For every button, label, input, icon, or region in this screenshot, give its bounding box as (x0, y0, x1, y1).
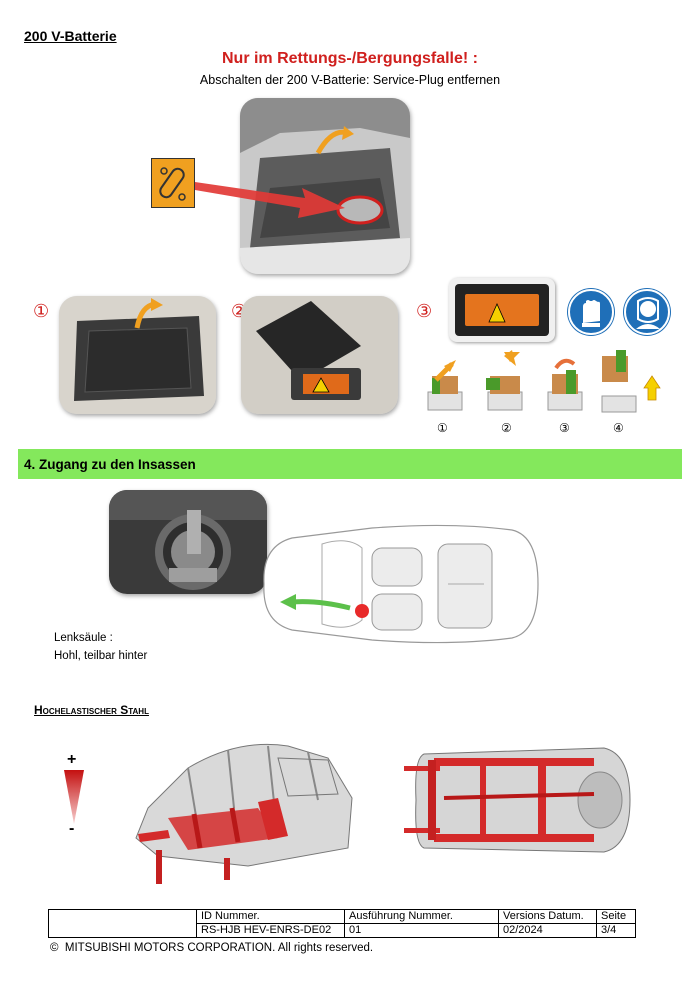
body-structure-underbody-view (404, 744, 632, 858)
copyright-text: MITSUBISHI MOTORS CORPORATION. All right… (64, 942, 374, 954)
copyright-line: © MITSUBISHI MOTORS CORPORATION. All rig… (50, 942, 373, 954)
table-cell-empty (48, 909, 197, 938)
service-plug-cover-photo (241, 296, 398, 414)
steering-column-photo (109, 490, 267, 594)
table-value-cell: 02/2024 (498, 923, 597, 938)
table-value-cell: 01 (344, 923, 499, 938)
table-row: RS-HJB HEV-ENRS-DE02 01 02/2024 3/4 (49, 923, 636, 938)
access-section-header: 4. Zugang zu den Insassen (18, 449, 682, 479)
table-header-cell: Versions Datum. (498, 909, 597, 924)
face-shield-icon (624, 289, 670, 335)
battery-instruction: Abschalten der 200 V-Batterie: Service-P… (199, 73, 501, 87)
body-structure-side-view (128, 738, 360, 886)
table-value-cell: 3/4 (596, 923, 636, 938)
table-header-cell: Ausführung Nummer. (344, 909, 499, 924)
step-number: ③ (416, 301, 433, 322)
service-plug-photo (449, 278, 555, 342)
steering-column-label: Lenksäule : (54, 632, 113, 644)
document-info-table: ID Nummer. Ausführung Nummer. Versions D… (48, 909, 636, 938)
steel-section-title: Hochelastischer Stahl (34, 703, 149, 717)
protective-gloves-icon (568, 289, 614, 335)
trunk-cover-photo (59, 296, 216, 414)
step-number: ① (33, 301, 50, 322)
copyright-icon: © (50, 942, 59, 954)
scale-plus-label: + (67, 751, 77, 768)
table-header-cell: Seite (596, 909, 636, 924)
table-value-cell: RS-HJB HEV-ENRS-DE02 (196, 923, 345, 938)
scale-minus-label: - (69, 820, 75, 837)
sub-step-number: ① (437, 421, 448, 435)
sub-step-number: ② (501, 421, 512, 435)
strength-scale-icon (64, 770, 84, 824)
rescue-warning: Nur im Rettungs-/Bergungsfalle! : (221, 50, 478, 67)
service-plug-icon (151, 158, 195, 208)
sub-step-number: ④ (613, 421, 624, 435)
access-section-title: 4. Zugang zu den Insassen (24, 457, 196, 472)
red-arrow-icon (195, 182, 345, 218)
sub-step-number: ③ (559, 421, 570, 435)
steering-column-value: Hohl, teilbar hinter (54, 650, 148, 662)
plug-removal-steps (420, 350, 670, 440)
table-row: ID Nummer. Ausführung Nummer. Versions D… (48, 909, 636, 938)
car-top-view-diagram (252, 518, 544, 650)
battery-section-title: 200 V-Batterie (24, 28, 117, 44)
table-header-cell: ID Nummer. (196, 909, 345, 924)
